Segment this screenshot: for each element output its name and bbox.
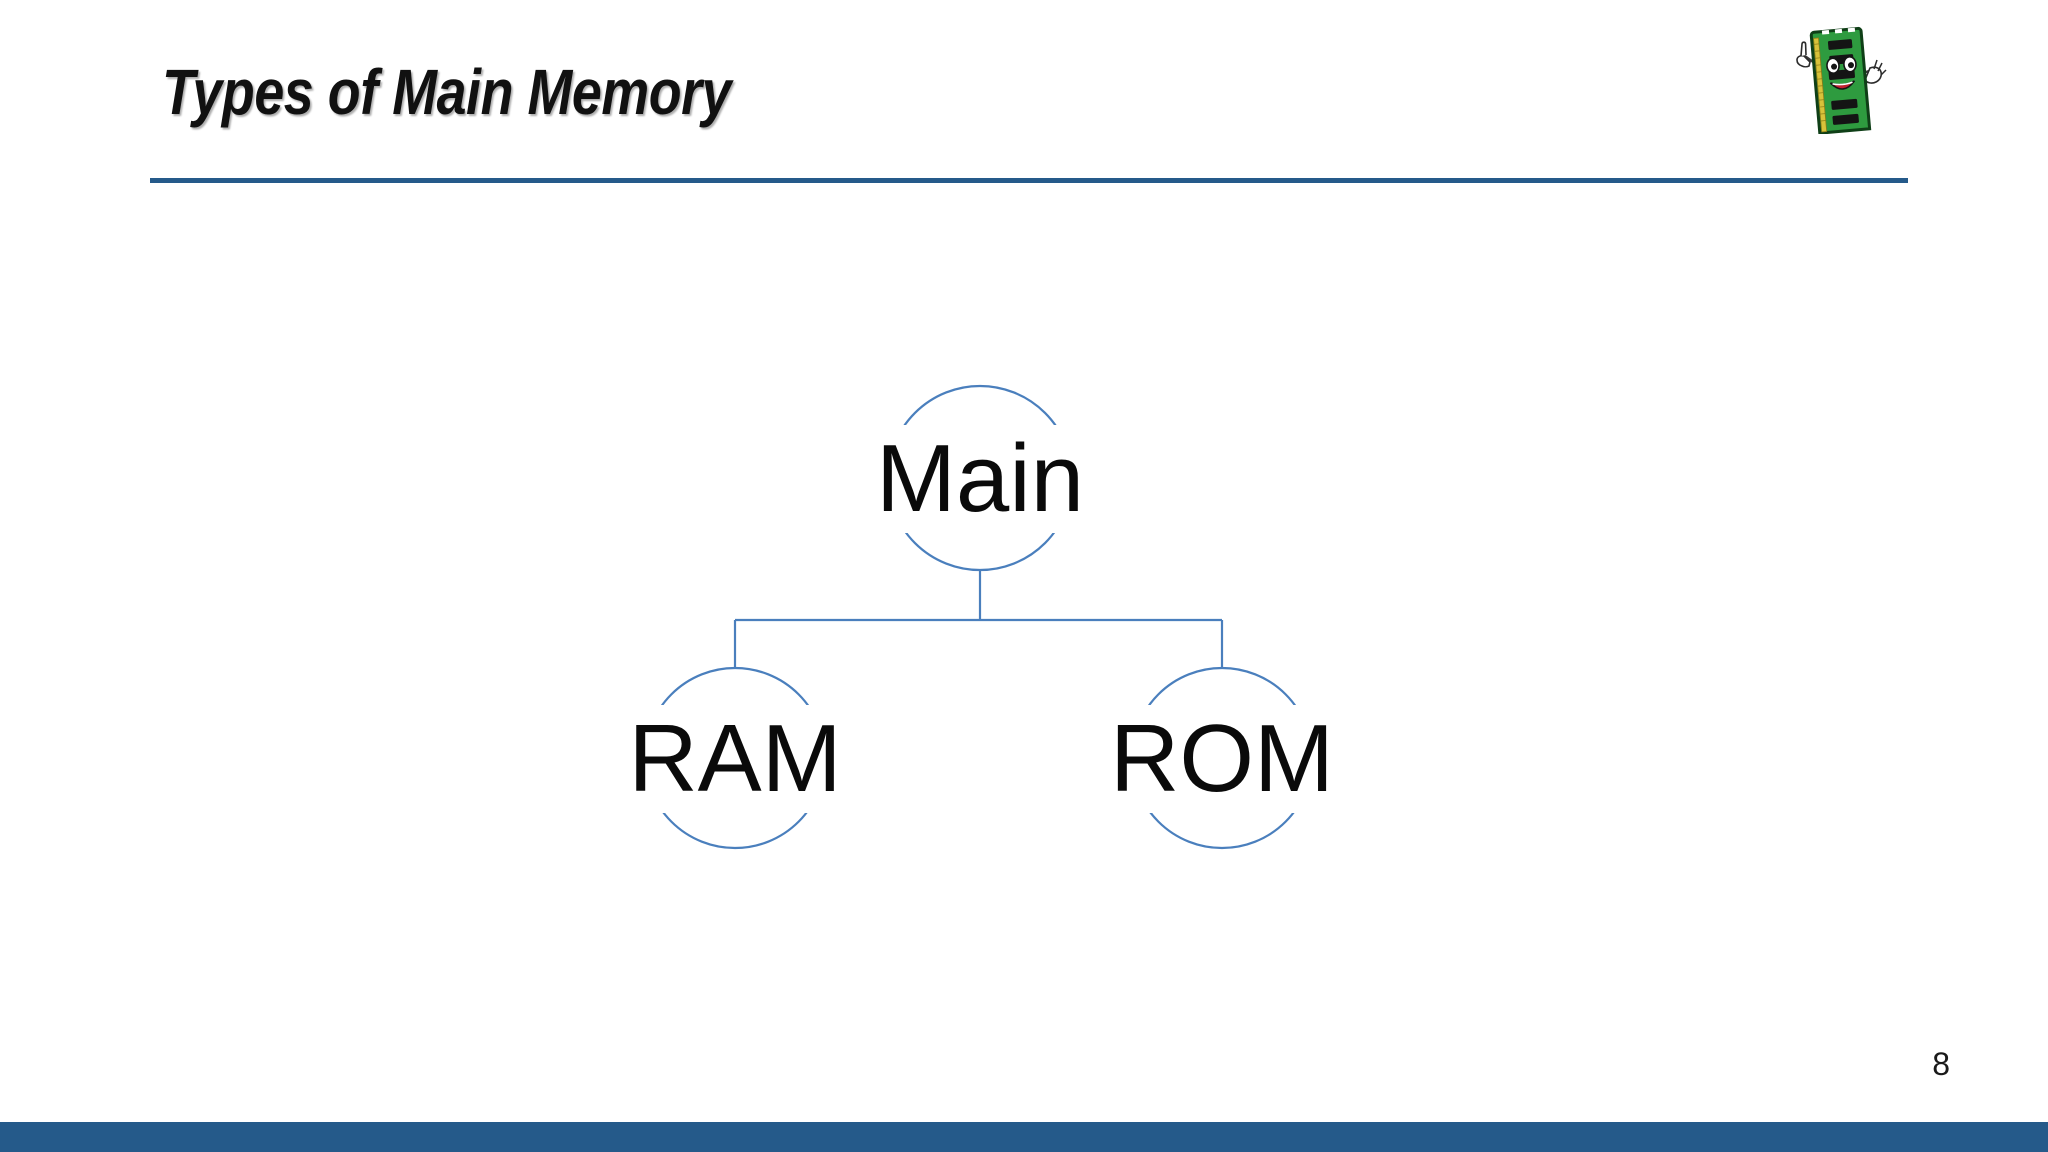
page-number: 8 xyxy=(1932,1046,1950,1082)
page-title: Types of Main Memory xyxy=(162,56,732,128)
node-label-ram: RAM xyxy=(585,705,885,813)
node-label-rom: ROM xyxy=(1072,705,1372,813)
title-underline-rule xyxy=(150,178,1908,183)
footer-accent-bar xyxy=(0,1122,2048,1152)
node-label-main: Main xyxy=(830,425,1130,533)
ram-stick-mascot-icon xyxy=(1786,12,1898,134)
